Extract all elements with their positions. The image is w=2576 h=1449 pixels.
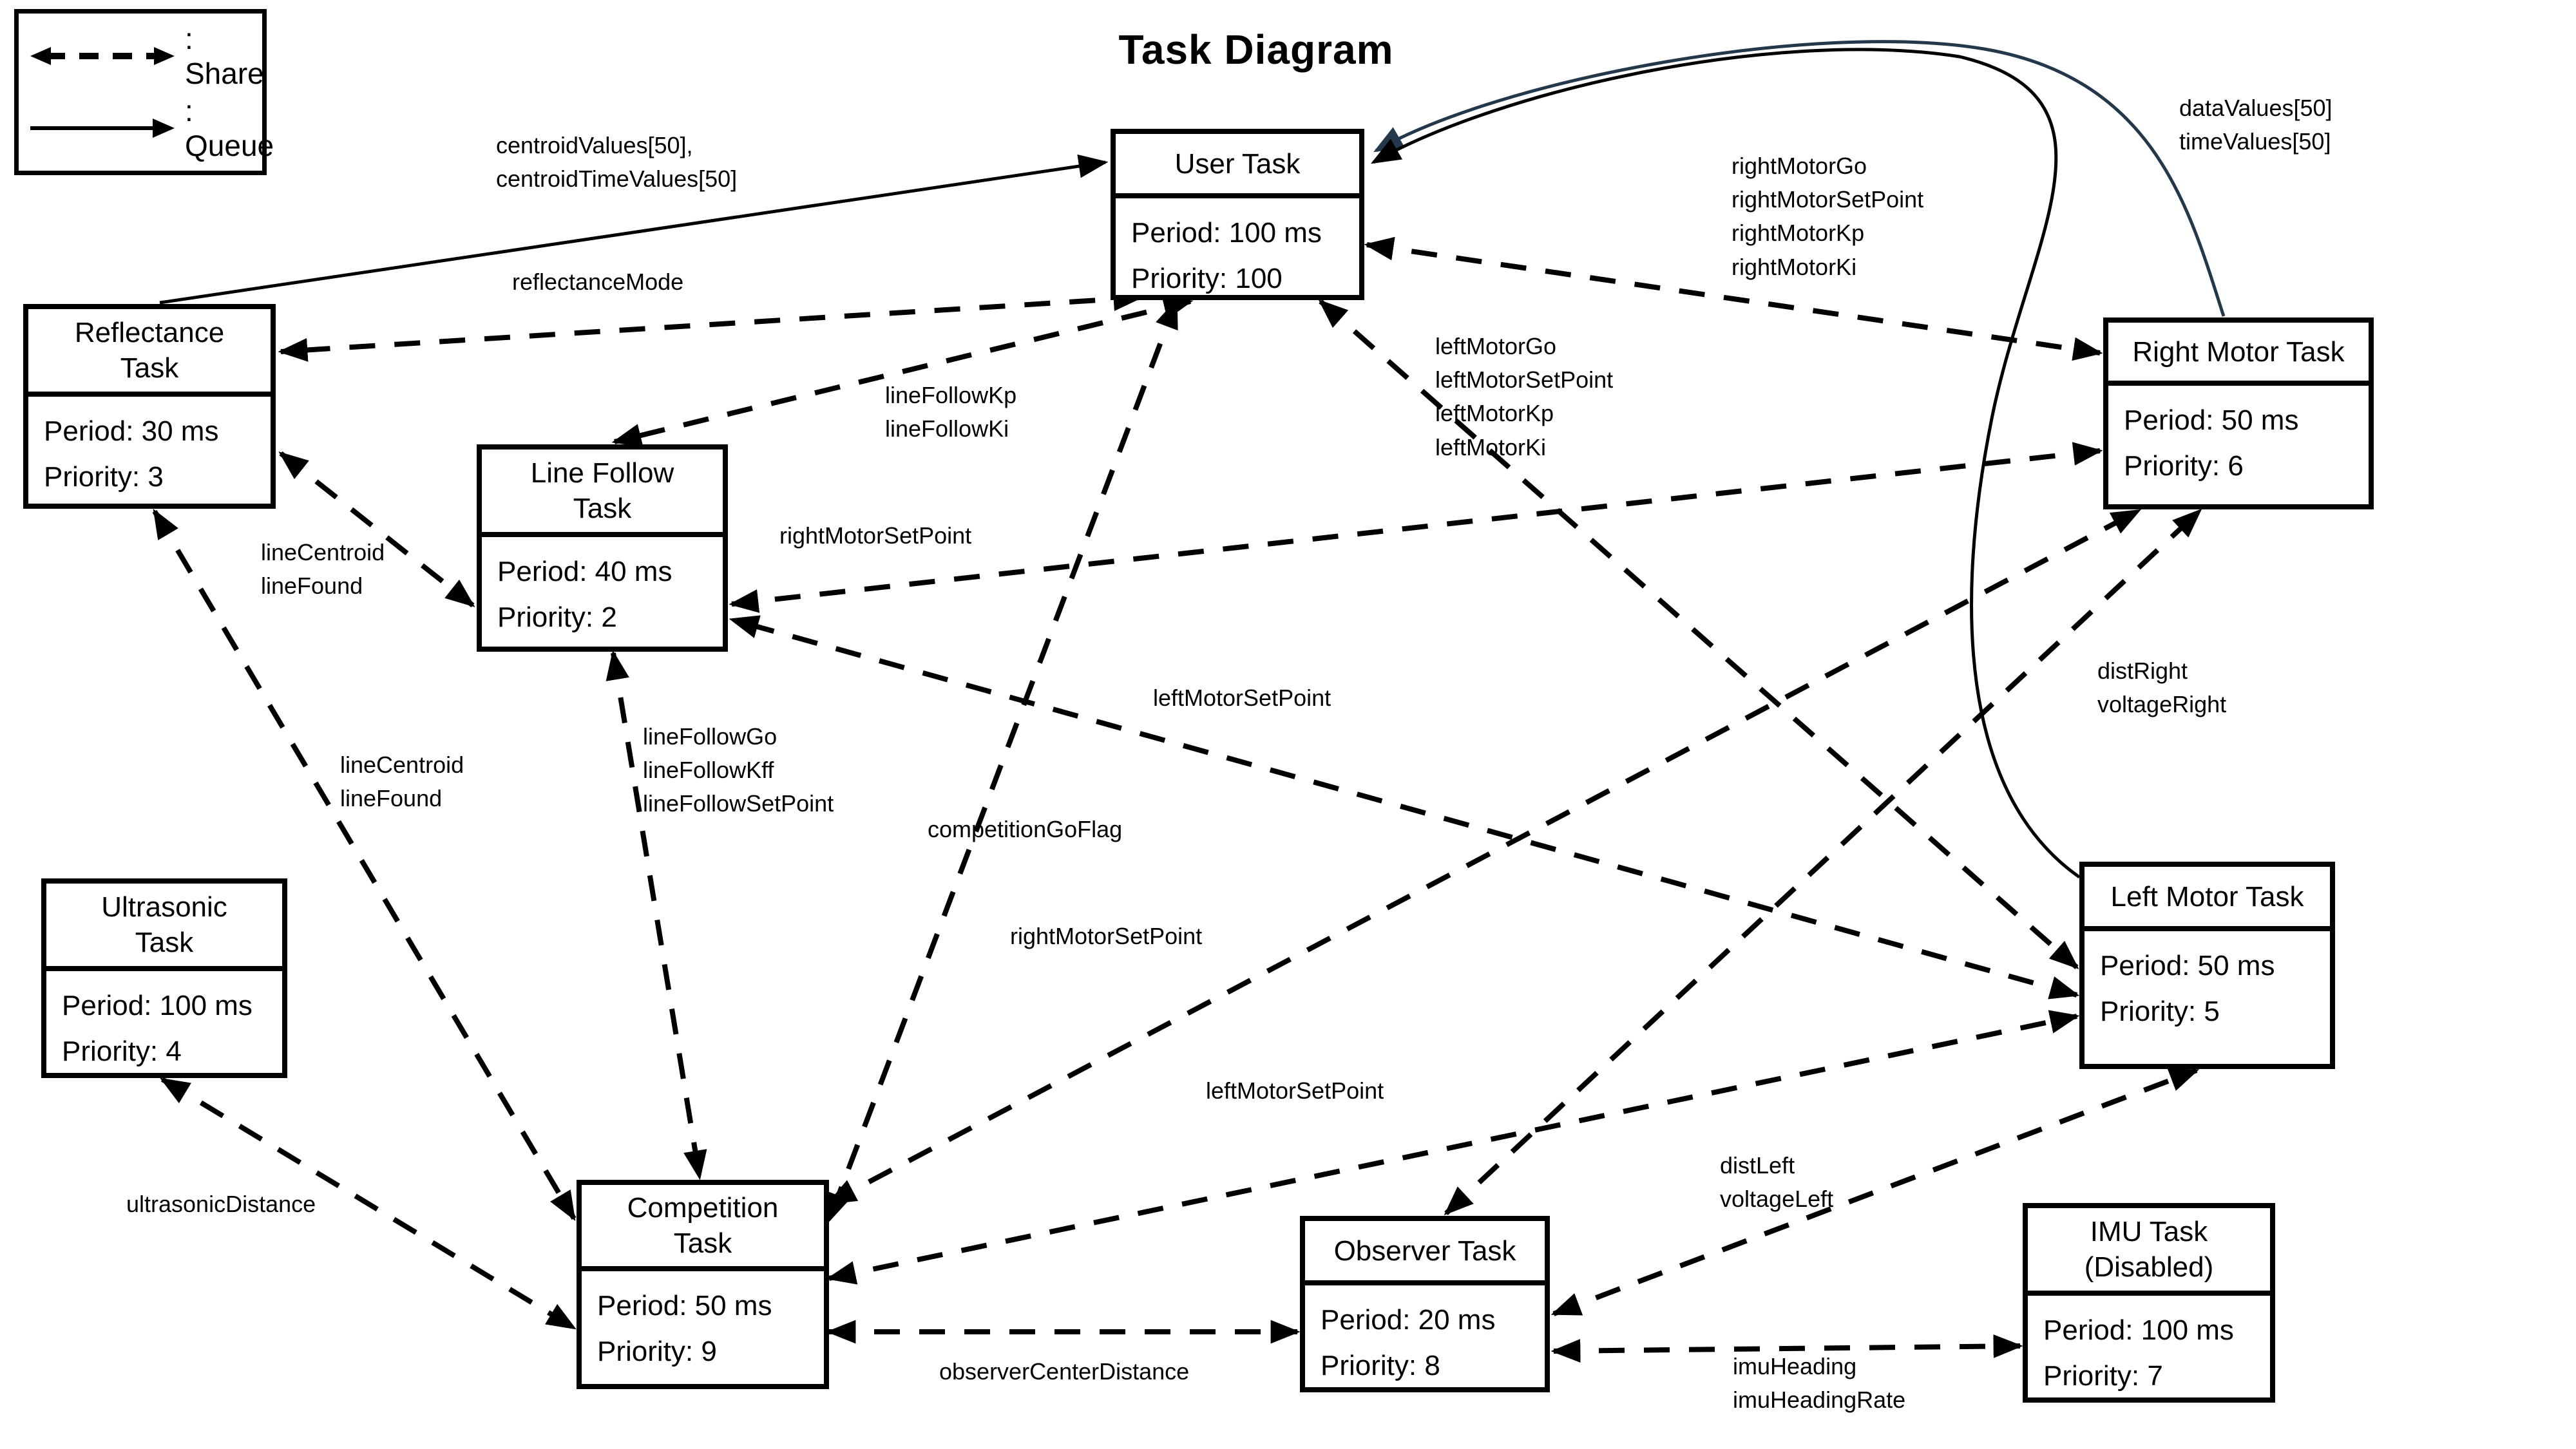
task-title: User Task — [1116, 134, 1359, 198]
task-attribute: Period: 50 ms — [597, 1290, 772, 1321]
task-attribute: Priority: 6 — [2124, 450, 2244, 482]
task-body: Period: 40 ms Priority: 2 — [482, 537, 723, 647]
edge-observer-imu — [1550, 1334, 2023, 1363]
task-title-line: Reflectance — [74, 317, 225, 348]
task-attribute: Priority: 8 — [1321, 1350, 1440, 1382]
task-attribute: Period: 100 ms — [2043, 1314, 2234, 1346]
task-attribute: Period: 100 ms — [62, 990, 253, 1021]
task-body: Period: 100 ms Priority: 7 — [2028, 1296, 2270, 1399]
edge-observer-leftmotor — [1550, 1068, 2200, 1316]
task-body: Period: 100 ms Priority: 4 — [46, 971, 282, 1075]
edge-user-leftmotor — [1318, 299, 2079, 970]
task-box-leftmotor: Left Motor Task Period: 50 ms Priority: … — [2079, 862, 2335, 1069]
task-title: Left Motor Task — [2085, 867, 2330, 931]
task-box-observer: Observer Task Period: 20 ms Priority: 8 — [1300, 1216, 1550, 1392]
edge-user-rightmotor — [1364, 236, 2103, 361]
edge-competition-rightmotor — [826, 508, 2142, 1206]
edge-rightmotor-user — [1373, 40, 2226, 317]
edge-label-imuheading: imuHeading imuHeadingRate — [1733, 1353, 1906, 1414]
task-attribute: Period: 40 ms — [497, 556, 673, 587]
task-attribute: Priority: 4 — [62, 1036, 182, 1068]
edge-label-linecentroid-lower: lineCentroid lineFound — [340, 752, 464, 812]
task-title-line: Ultrasonic — [101, 891, 227, 923]
task-body: Period: 50 ms Priority: 5 — [2085, 931, 2330, 1064]
task-title: IMU Task (Disabled) — [2028, 1208, 2270, 1296]
task-attribute: Priority: 3 — [44, 461, 164, 493]
task-attribute: Priority: 7 — [2043, 1360, 2163, 1392]
task-attribute: Period: 30 ms — [44, 415, 219, 447]
legend-row-share: : Share — [29, 21, 264, 91]
task-attribute: Period: 20 ms — [1321, 1304, 1496, 1336]
edge-label-leftmotorsetpoint-upper: leftMotorSetPoint — [1153, 685, 1331, 711]
edge-label-linefollow-go: lineFollowGo lineFollowKff lineFollowSet… — [643, 723, 834, 817]
edge-observer-rightmotor — [1444, 508, 2202, 1216]
task-body: Period: 20 ms Priority: 8 — [1305, 1285, 1545, 1389]
task-attribute: Period: 50 ms — [2124, 404, 2299, 436]
task-box-imu: IMU Task (Disabled) Period: 100 ms Priori… — [2023, 1203, 2275, 1403]
task-box-rightmotor: Right Motor Task Period: 50 ms Priority:… — [2103, 317, 2374, 509]
page-title: Task Diagram — [1118, 26, 1394, 73]
task-title-line: Task — [573, 493, 632, 524]
edge-label-distleft: distLeft voltageLeft — [1720, 1152, 1834, 1213]
task-body: Period: 50 ms Priority: 6 — [2108, 386, 2369, 504]
task-title: Observer Task — [1305, 1221, 1545, 1285]
task-title-line: User Task — [1174, 147, 1301, 180]
task-body: Period: 30 ms Priority: 3 — [28, 397, 271, 504]
edge-label-ultrasonic-distance: ultrasonicDistance — [126, 1191, 316, 1217]
edge-label-rightmotorsetpoint-upper: rightMotorSetPoint — [779, 522, 972, 549]
edge-label-linecentroid-upper: lineCentroid lineFound — [261, 539, 385, 600]
task-body: Period: 50 ms Priority: 9 — [582, 1271, 824, 1384]
legend: : Share : Queue — [14, 9, 274, 175]
task-box-user: User Task Period: 100 ms Priority: 100 — [1111, 129, 1364, 300]
edge-ultrasonic-competition — [160, 1077, 577, 1331]
task-attribute: Priority: 5 — [2100, 996, 2220, 1028]
legend-share-label: : Share — [185, 22, 264, 90]
task-title-line: Right Motor Task — [2132, 336, 2345, 368]
task-title-line: (Disabled) — [2084, 1251, 2214, 1283]
edge-label-rightmotorsetpoint-mid: rightMotorSetPoint — [1010, 923, 1203, 949]
edge-label-centroid: centroidValues[50], centroidTimeValues[5… — [496, 132, 738, 193]
edge-label-leftmotorsetpoint-lower: leftMotorSetPoint — [1206, 1077, 1384, 1104]
edge-label-linefollow-kp-ki: lineFollowKp lineFollowKi — [885, 382, 1017, 442]
task-attribute: Period: 100 ms — [1131, 217, 1322, 249]
edge-label-distright: distRight voltageRight — [2097, 658, 2227, 718]
share-arrow-icon — [30, 47, 175, 65]
task-title-line: Observer Task — [1333, 1235, 1516, 1267]
task-title-line: Task — [673, 1227, 732, 1259]
queue-arrow-icon — [30, 118, 175, 138]
task-title-line: Task — [135, 927, 194, 958]
edge-label-leftmotor-params: leftMotorGo leftMotorSetPoint leftMotorK… — [1435, 333, 1614, 460]
legend-queue-label: : Queue — [185, 94, 274, 162]
task-title-line: Left Motor Task — [2110, 880, 2304, 913]
task-title-line: Task — [120, 352, 179, 384]
edge-label-datavalues: dataValues[50] timeValues[50] — [2179, 95, 2333, 155]
edge-label-observer-center-distance: observerCenterDistance — [939, 1358, 1190, 1385]
task-title-line: Line Follow — [530, 457, 674, 489]
edge-reflectance-user — [159, 154, 1109, 305]
task-title-line: Competition — [627, 1192, 779, 1224]
edge-label-competition-goflag: competitionGoFlag — [928, 816, 1123, 842]
task-attribute: Priority: 100 — [1131, 263, 1283, 295]
task-attribute: Priority: 9 — [597, 1336, 717, 1368]
task-attribute: Priority: 2 — [497, 601, 617, 634]
edge-label-rightmotor-params: rightMotorGo rightMotorSetPoint rightMot… — [1732, 153, 1924, 280]
task-body: Period: 100 ms Priority: 100 — [1116, 198, 1359, 302]
task-title-line: IMU Task — [2090, 1216, 2208, 1247]
legend-row-queue: : Queue — [29, 93, 274, 163]
task-title: Right Motor Task — [2108, 323, 2369, 386]
task-attribute: Period: 50 ms — [2100, 950, 2275, 981]
edge-label-reflectance-mode: reflectanceMode — [512, 269, 684, 295]
